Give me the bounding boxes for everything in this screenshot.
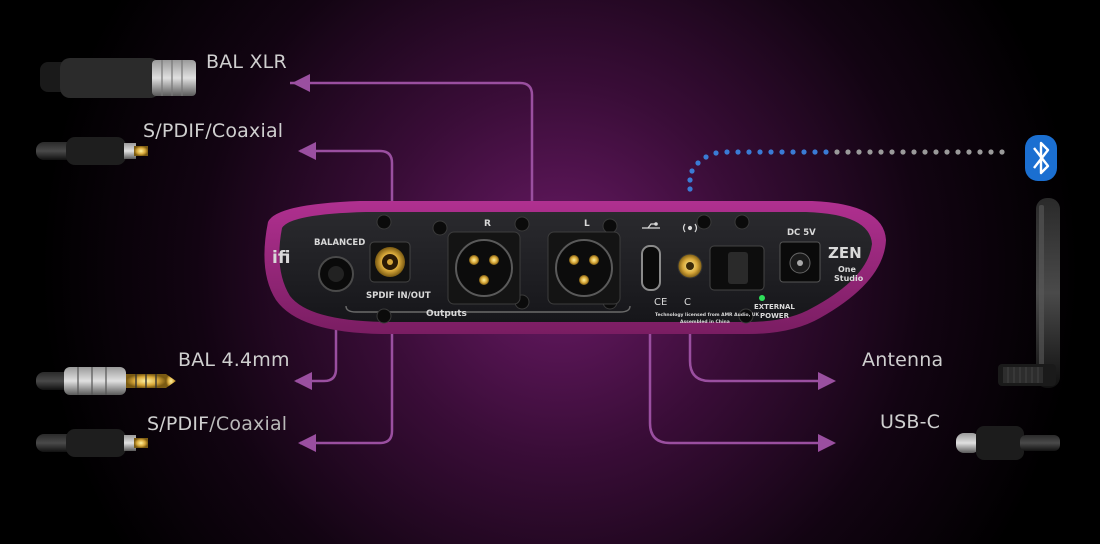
line-bal-xlr [290, 81, 534, 262]
zen-sub-line2: Studio [834, 274, 864, 283]
wireless-icon [682, 223, 698, 233]
line-spdif-bottom [300, 262, 394, 445]
spdif-coaxial-top-label: S/PDIF/Coaxial [143, 120, 284, 142]
usb-c-label: USB-C [880, 411, 941, 433]
fine-print-line2: Assembled in China [680, 319, 730, 325]
balanced-label: BALANCED [314, 238, 365, 248]
usb-icon [642, 222, 660, 229]
zen-logo: ZEN [828, 244, 862, 262]
external-power-line1: EXTERNAL [754, 303, 795, 311]
xlr-right-label: R [484, 219, 491, 229]
line-antenna [688, 262, 820, 383]
dc-label: DC 5V [787, 228, 816, 238]
line-arrows [292, 74, 836, 452]
antenna-label: Antenna [862, 349, 944, 371]
external-power-line2: POWER [760, 312, 790, 320]
antenna-image [998, 198, 1060, 388]
spdif-coaxial-bottom-label: S/PDIF/Coaxial [147, 414, 287, 434]
connection-lines [290, 81, 820, 445]
bluetooth-signal-dots [687, 149, 1005, 192]
svg-text:CE: CE [654, 297, 667, 308]
bal-44mm-label: BAL 4.4mm [178, 349, 290, 371]
outputs-label: Outputs [426, 309, 467, 319]
xlr-left-label: L [584, 219, 590, 229]
fine-print-line1: Technology licensed from AMR Audio, UK [655, 312, 760, 318]
coaxial-cable-bottom-image [36, 429, 148, 457]
line-spdif-top [300, 149, 394, 262]
spdif-coaxial-bottom-part1: S/PDIF [147, 413, 210, 435]
line-bal-44 [296, 262, 338, 383]
ce-marks: CE C [654, 297, 691, 308]
usb-c-cable-image [956, 426, 1060, 460]
brand-logo: ifi [272, 248, 290, 268]
spdif-coaxial-bottom-part2: /Coaxial [209, 413, 288, 435]
bal-xlr-label: BAL XLR [206, 51, 287, 73]
zen-sub-line1: One [838, 265, 856, 274]
line-usb-c [648, 262, 820, 445]
svg-text:C: C [684, 297, 691, 308]
bluetooth-icon [1025, 135, 1057, 181]
zen-one-studio-back-panel [264, 201, 886, 334]
xlr-cable-image [40, 58, 196, 98]
bal44-cable-image [36, 367, 176, 395]
coaxial-cable-top-image [36, 137, 148, 165]
spdif-inout-label: SPDIF IN/OUT [366, 291, 431, 301]
